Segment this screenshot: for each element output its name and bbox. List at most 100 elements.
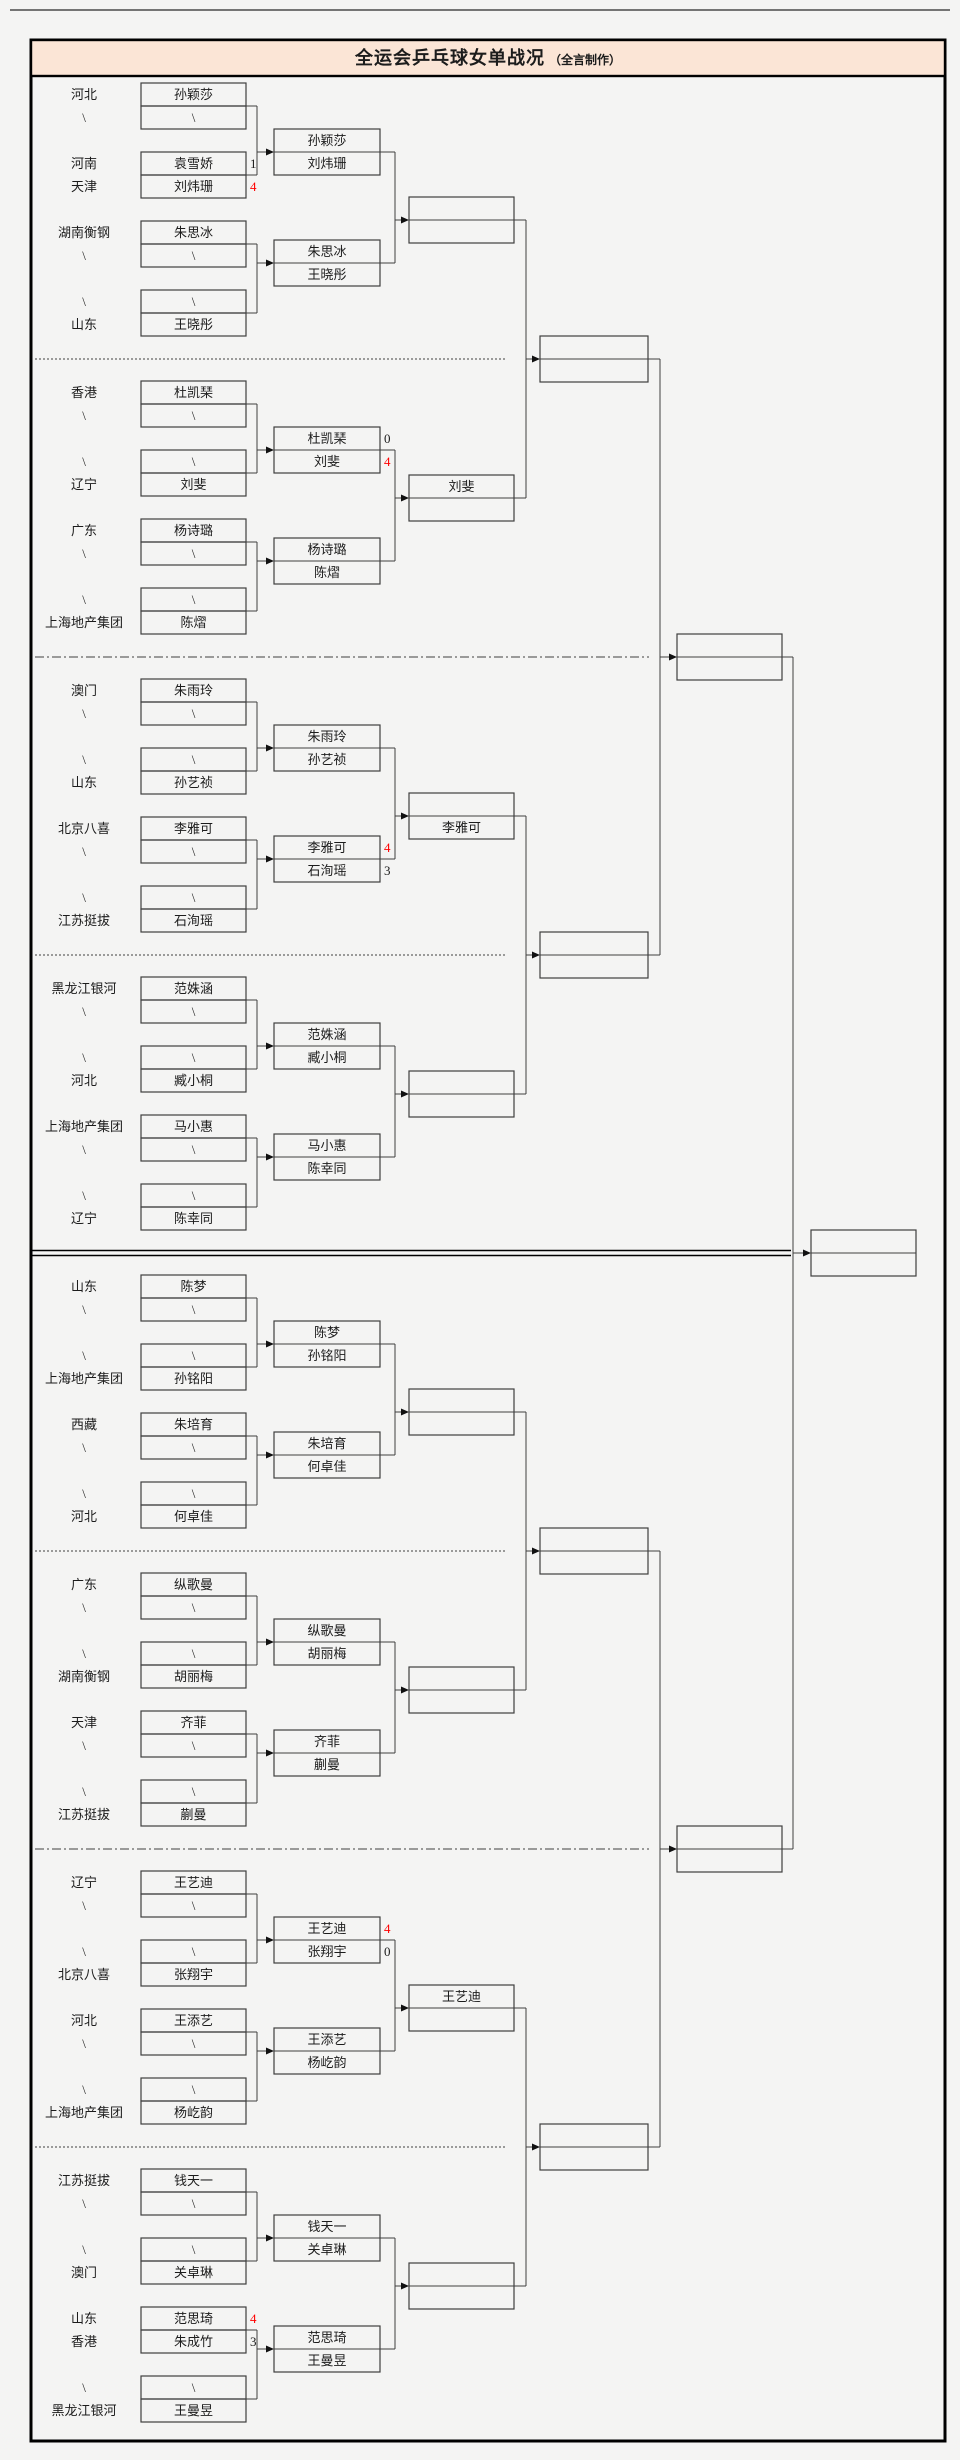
region-label: 江苏挺拔 bbox=[57, 913, 110, 928]
region-label: 河北 bbox=[70, 1509, 97, 1524]
region-label: \ bbox=[82, 1188, 86, 1203]
region-label: \ bbox=[82, 1050, 86, 1065]
player-cell bbox=[409, 498, 514, 521]
player-cell: 李雅可 bbox=[173, 821, 213, 836]
player-cell: 李雅可 bbox=[441, 820, 481, 835]
player-cell: 臧小桐 bbox=[173, 1073, 213, 1088]
player-cell bbox=[540, 2124, 648, 2147]
region-label: 辽宁 bbox=[70, 1211, 97, 1226]
region-label: \ bbox=[82, 2082, 86, 2097]
player-cell: \ bbox=[191, 546, 196, 561]
player-cell bbox=[677, 634, 782, 657]
player-cell: 陈幸同 bbox=[307, 1161, 347, 1176]
player-cell: 朱雨玲 bbox=[307, 729, 347, 744]
player-cell: 纵歌曼 bbox=[307, 1623, 347, 1638]
player-cell: 杨屹韵 bbox=[173, 2105, 213, 2120]
player-cell: 朱成竹 bbox=[173, 2334, 213, 2349]
player-cell: 王添艺 bbox=[307, 2032, 347, 2047]
player-cell bbox=[409, 1667, 514, 1690]
title-band: 全运会乒乓球女单战况（全言制作） bbox=[31, 41, 945, 76]
player-cell: \ bbox=[191, 454, 196, 469]
region-label: 上海地产集团 bbox=[44, 1119, 123, 1134]
region-label: \ bbox=[82, 2242, 86, 2257]
page-title: 全运会乒乓球女单战况 bbox=[354, 48, 545, 68]
player-cell: 陈梦 bbox=[180, 1279, 207, 1294]
player-cell: 孙艺祯 bbox=[307, 752, 347, 767]
region-label: 河北 bbox=[70, 1073, 97, 1088]
match-score: 4 bbox=[384, 840, 391, 855]
player-cell: 孙艺祯 bbox=[173, 775, 213, 790]
player-cell bbox=[409, 1071, 514, 1094]
player-cell: \ bbox=[191, 2196, 196, 2211]
player-cell bbox=[677, 1849, 782, 1872]
player-cell: \ bbox=[191, 844, 196, 859]
match-score: 4 bbox=[384, 454, 391, 469]
region-label: \ bbox=[82, 1646, 86, 1661]
match-score: 0 bbox=[384, 431, 391, 446]
player-cell: 蒯曼 bbox=[313, 1757, 340, 1772]
player-cell bbox=[677, 1826, 782, 1849]
region-label: \ bbox=[82, 844, 86, 859]
region-label: 江苏挺拔 bbox=[57, 1807, 110, 1822]
player-cell: 钱天一 bbox=[173, 2173, 213, 2188]
player-cell bbox=[540, 336, 648, 359]
player-cell: \ bbox=[191, 294, 196, 309]
region-label: \ bbox=[82, 1302, 86, 1317]
region-label: 广东 bbox=[70, 523, 97, 538]
player-cell: 陈幸同 bbox=[173, 1211, 213, 1226]
player-cell: 杜凯琹 bbox=[173, 385, 213, 400]
player-cell: \ bbox=[191, 110, 196, 125]
player-cell: 刘炜珊 bbox=[307, 156, 347, 171]
player-cell bbox=[811, 1253, 916, 1276]
player-cell: \ bbox=[191, 1784, 196, 1799]
player-cell: 石洵瑶 bbox=[307, 863, 347, 878]
region-label: \ bbox=[82, 408, 86, 423]
region-label: \ bbox=[82, 592, 86, 607]
player-cell: 陈熠 bbox=[180, 615, 207, 630]
player-cell: \ bbox=[191, 1348, 196, 1363]
player-cell: 李雅可 bbox=[307, 840, 347, 855]
region-label: \ bbox=[82, 110, 86, 125]
player-cell: 钱天一 bbox=[307, 2219, 347, 2234]
player-cell: 齐菲 bbox=[180, 1715, 207, 1730]
player-cell: \ bbox=[191, 1898, 196, 1913]
player-cell: 臧小桐 bbox=[307, 1050, 347, 1065]
region-label: 江苏挺拔 bbox=[57, 2173, 110, 2188]
player-cell: 杜凯琹 bbox=[307, 431, 347, 446]
player-cell: \ bbox=[191, 2082, 196, 2097]
player-cell: 孙颖莎 bbox=[307, 133, 347, 148]
region-label: \ bbox=[82, 1440, 86, 1455]
player-cell: 王曼昱 bbox=[307, 2353, 347, 2368]
player-cell: 杨诗璐 bbox=[173, 523, 213, 538]
player-cell: \ bbox=[191, 1050, 196, 1065]
region-label: 辽宁 bbox=[70, 1875, 97, 1890]
player-cell: 关卓琳 bbox=[307, 2242, 347, 2257]
player-cell: 杨诗璐 bbox=[307, 542, 347, 557]
player-cell: 石洵瑶 bbox=[173, 913, 213, 928]
player-cell: 何卓佳 bbox=[307, 1459, 347, 1474]
region-label: \ bbox=[82, 1004, 86, 1019]
region-label: 北京八喜 bbox=[57, 821, 110, 836]
match-score: 4 bbox=[250, 2311, 257, 2326]
player-cell: 范思琦 bbox=[173, 2311, 213, 2326]
player-cell bbox=[540, 955, 648, 978]
player-cell: \ bbox=[191, 890, 196, 905]
player-cell: 刘斐 bbox=[313, 454, 340, 469]
player-cell: 刘斐 bbox=[180, 477, 207, 492]
player-cell bbox=[540, 1528, 648, 1551]
player-cell: 孙铭阳 bbox=[173, 1371, 213, 1386]
region-label: 天津 bbox=[70, 1715, 97, 1730]
region-label: \ bbox=[82, 454, 86, 469]
player-cell: 马小惠 bbox=[173, 1119, 213, 1134]
player-cell: 胡丽梅 bbox=[173, 1669, 213, 1684]
player-cell: \ bbox=[191, 408, 196, 423]
player-cell: 王曼昱 bbox=[173, 2403, 213, 2418]
region-label: 河北 bbox=[70, 2013, 97, 2028]
player-cell: 关卓琳 bbox=[173, 2265, 213, 2280]
region-label: \ bbox=[82, 1898, 86, 1913]
region-label: 香港 bbox=[70, 2334, 97, 2349]
player-cell: \ bbox=[191, 2242, 196, 2257]
player-cell bbox=[409, 1412, 514, 1435]
player-cell: 王添艺 bbox=[173, 2013, 213, 2028]
